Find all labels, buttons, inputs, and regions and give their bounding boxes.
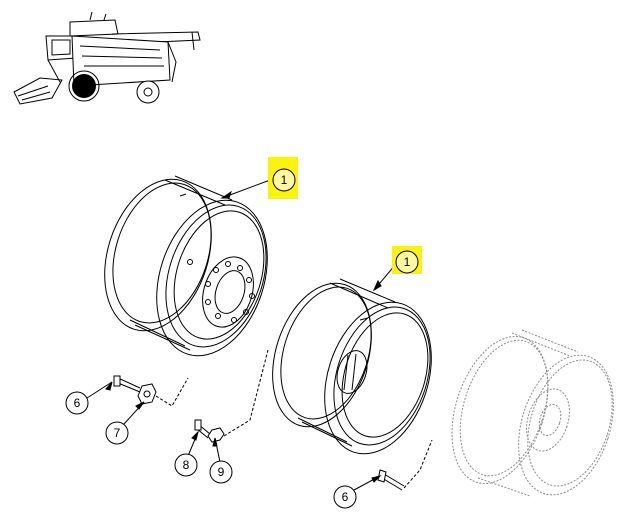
callout-1-lower-label: 1 — [404, 255, 411, 269]
callout-6-right-label: 6 — [342, 490, 349, 504]
callout-9: 9 — [209, 460, 233, 484]
combine-harvester-thumbnail — [13, 11, 201, 105]
callout-7: 7 — [105, 421, 129, 445]
wheel-rim-right-ghost — [451, 329, 614, 497]
callout-1-upper: 1 — [268, 157, 298, 199]
hardware-left — [113, 375, 189, 407]
callout-7-label: 7 — [114, 426, 121, 440]
drive-wheel-indicator — [72, 74, 96, 98]
callout-8: 8 — [174, 453, 198, 477]
callout-6-left: 6 — [65, 391, 89, 415]
callout-1-upper-label: 1 — [281, 173, 288, 187]
hardware-right — [377, 439, 433, 491]
wheel-rim-middle — [272, 278, 432, 455]
callout-8-label: 8 — [183, 458, 190, 472]
callout-6-left-label: 6 — [74, 396, 81, 410]
wheel-rim-left — [104, 175, 268, 357]
hardware-middle — [194, 349, 269, 443]
callout-1-lower: 1 — [392, 246, 422, 274]
leader-lines — [86, 179, 397, 491]
callout-6-right: 6 — [333, 485, 357, 509]
callout-9-label: 9 — [218, 465, 225, 479]
